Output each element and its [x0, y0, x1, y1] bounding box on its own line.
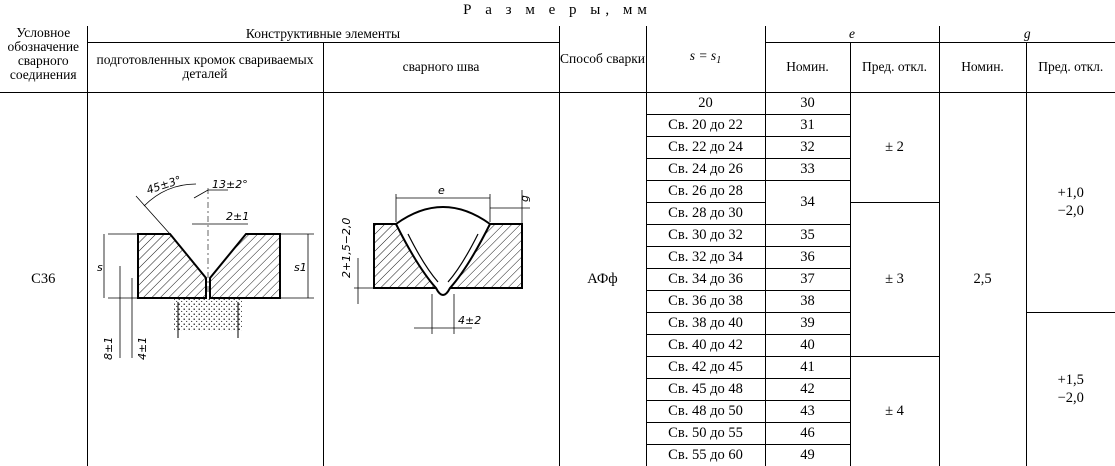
e-cell: 33 — [765, 158, 850, 180]
s-cell: Св. 48 до 50 — [646, 400, 765, 422]
header-elements: Конструктивные элементы — [87, 26, 559, 42]
header-edges: подготовленных кромок свариваемых детале… — [87, 42, 323, 92]
g-nominal: 2,5 — [939, 92, 1026, 466]
s-cell: Св. 50 до 55 — [646, 422, 765, 444]
e-cell: 30 — [765, 92, 850, 114]
drawing-weld-cell: e g 2+1,5−2,0 4±2 — [323, 92, 559, 466]
joint-designation: С36 — [0, 92, 87, 466]
header-weld: сварного шва — [323, 42, 559, 92]
e-tol-3: ± 4 — [850, 356, 939, 466]
s1-subscript: 1 — [716, 55, 721, 66]
s-cell: 20 — [646, 92, 765, 114]
e-cell: 36 — [765, 246, 850, 268]
s-cell: Св. 20 до 22 — [646, 114, 765, 136]
e-cell: 34 — [765, 180, 850, 224]
s-cell: Св. 26 до 28 — [646, 180, 765, 202]
s-cell: Св. 22 до 24 — [646, 136, 765, 158]
e-cell: 49 — [765, 444, 850, 466]
header-s: s = s1 — [646, 26, 765, 92]
s-cell: Св. 28 до 30 — [646, 202, 765, 224]
e-cell: 42 — [765, 378, 850, 400]
s-cell: Св. 42 до 45 — [646, 356, 765, 378]
header-g: g — [939, 26, 1115, 42]
s-cell: Св. 30 до 32 — [646, 224, 765, 246]
g-tol-1: +1,0 −2,0 — [1026, 92, 1115, 312]
dim-e-label: e — [438, 184, 445, 197]
e-tol-1: ± 2 — [850, 92, 939, 202]
g-tol-1-plus: +1,0 — [1027, 184, 1115, 202]
e-cell: 38 — [765, 290, 850, 312]
e-cell: 35 — [765, 224, 850, 246]
drawing-edges-cell: s s1 8±1 4±1 45±3° 13±2° 2±1 — [87, 92, 323, 466]
header-e: e — [765, 26, 939, 42]
dim-root-label: 2+1,5−2,0 — [340, 218, 353, 278]
g-tol-2-plus: +1,5 — [1027, 371, 1115, 389]
right-plate — [210, 234, 280, 298]
prepared-edges-drawing: s s1 8±1 4±1 45±3° 13±2° 2±1 — [88, 98, 324, 454]
header-method: Способ сварки — [559, 26, 646, 92]
s-cell: Св. 32 до 34 — [646, 246, 765, 268]
e-cell: 40 — [765, 334, 850, 356]
dim-s1-label: s1 — [294, 261, 307, 274]
e-cell: 39 — [765, 312, 850, 334]
s-cell: Св. 45 до 48 — [646, 378, 765, 400]
header-e-tolerance: Пред. откл. — [850, 42, 939, 92]
dim-s-label: s — [97, 261, 103, 274]
backing-flux — [174, 299, 242, 331]
s-cell: Св. 24 до 26 — [646, 158, 765, 180]
table-row: С36 — [0, 92, 1115, 114]
s-cell: Св. 34 до 36 — [646, 268, 765, 290]
weld-spec-table: Условное обозначение сварного соединения… — [0, 26, 1115, 466]
g-tol-1-minus: −2,0 — [1027, 202, 1115, 220]
e-cell: 41 — [765, 356, 850, 378]
header-designation-text: Условное обозначение сварного соединения — [0, 26, 87, 82]
header-designation: Условное обозначение сварного соединения — [0, 26, 87, 92]
e-cell: 37 — [765, 268, 850, 290]
angle-45-label: 45±3° — [144, 173, 182, 196]
weld-seam-drawing: e g 2+1,5−2,0 4±2 — [324, 98, 560, 454]
s-cell: Св. 55 до 60 — [646, 444, 765, 466]
e-cell: 43 — [765, 400, 850, 422]
table-caption: Р а з м е р ы, мм — [0, 0, 1115, 26]
g-tol-2: +1,5 −2,0 — [1026, 312, 1115, 466]
dim-width-label: 4±2 — [458, 314, 481, 327]
header-g-tolerance: Пред. откл. — [1026, 42, 1115, 92]
gap-label: 2±1 — [226, 210, 249, 223]
s-cell: Св. 40 до 42 — [646, 334, 765, 356]
e-cell: 46 — [765, 422, 850, 444]
dim-g-label: g — [518, 195, 531, 202]
s-cell: Св. 38 до 40 — [646, 312, 765, 334]
dim-depth1-label: 8±1 — [102, 337, 115, 360]
header-g-nominal: Номин. — [939, 42, 1026, 92]
header-e-nominal: Номин. — [765, 42, 850, 92]
s-equals: = s — [695, 48, 716, 63]
welding-method: АФф — [559, 92, 646, 466]
g-tol-2-minus: −2,0 — [1027, 389, 1115, 407]
angle-13-label: 13±2° — [212, 178, 248, 191]
dim-depth2-label: 4±1 — [136, 337, 149, 360]
e-tol-2: ± 3 — [850, 202, 939, 356]
left-plate — [138, 234, 206, 298]
e-cell: 32 — [765, 136, 850, 158]
e-cell: 31 — [765, 114, 850, 136]
s-cell: Св. 36 до 38 — [646, 290, 765, 312]
